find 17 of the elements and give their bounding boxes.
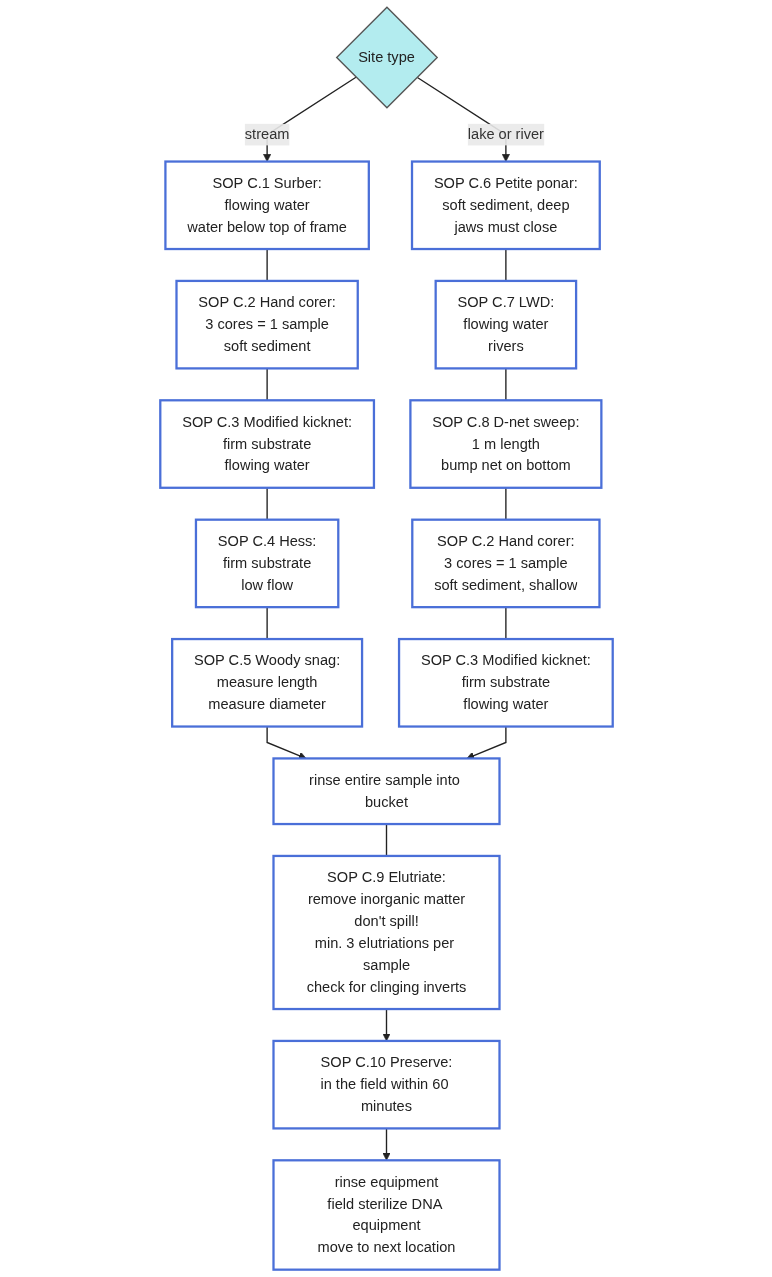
node-diamond: Site type: [335, 6, 438, 109]
node-box: SOP C.9 Elutriate: remove inorganic matter don't spill! min. 3 elutriations per sample check for clinging inverts: [271, 854, 501, 1011]
node-box: SOP C.3 Modified kicknet: firm substrate flowing water: [397, 637, 614, 728]
edge-label: lake or river: [467, 126, 544, 142]
node-box: SOP C.2 Hand corer: 3 cores = 1 sample soft sediment: [174, 279, 359, 370]
node-box: SOP C.8 D-net sweep: 1 m length bump net on bottom: [408, 399, 602, 489]
node-box: SOP C.1 Surber: flowing water water below top of frame: [163, 160, 370, 251]
node-box: SOP C.7 LWD: flowing water rivers: [434, 279, 577, 370]
node-box: SOP C.10 Preserve: in the field within 60 minutes: [271, 1039, 501, 1130]
node-box: SOP C.4 Hess: firm substrate low flow: [194, 518, 339, 609]
node-box: SOP C.2 Hand corer: 3 cores = 1 sample soft sediment, shallow: [410, 518, 601, 609]
node-box: SOP C.3 Modified kicknet: firm substrate flowing water: [158, 399, 375, 489]
node-box: SOP C.6 Petite ponar: soft sediment, deep jaws must close: [410, 160, 601, 251]
node-box: rinse entire sample into bucket: [271, 757, 501, 826]
edge-label: stream: [244, 126, 289, 142]
node-box: SOP C.5 Woody snag: measure length measure diameter: [170, 637, 363, 728]
node-box: rinse equipment field sterilize DNA equipment move to next location: [271, 1159, 501, 1271]
